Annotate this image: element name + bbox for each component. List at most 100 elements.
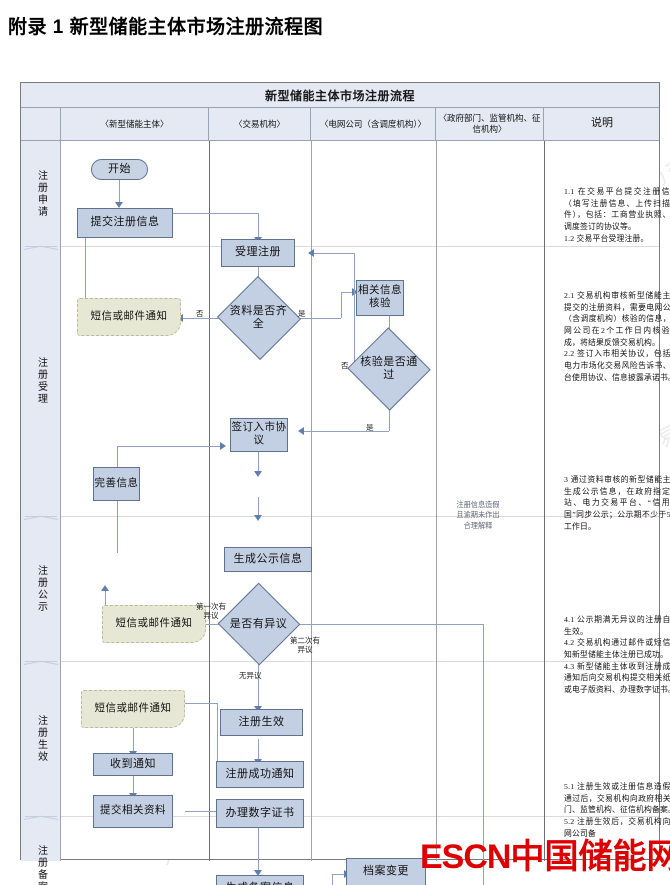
edge-verifyno-h2 xyxy=(312,253,354,254)
stage-label-publicity: 注册公示 xyxy=(35,564,47,613)
node-start[interactable]: 开始 xyxy=(91,159,148,180)
node-objection-label: 是否有异议 xyxy=(229,617,288,630)
note-stage-2: 2.1 交易机构审核新型储能主体提交的注册资料，需要电网公司（含调度机构）核验的… xyxy=(564,291,670,382)
note-stage-5: 5.1 注册生效或注册信息造假不通过后，交易机构向政府相关部门、监管机构、征信机… xyxy=(564,782,670,838)
edge-verifyyes-h xyxy=(302,431,389,432)
lane-divider-subject-exchange xyxy=(209,141,210,861)
row-divider-3 xyxy=(61,661,659,662)
edge-label-no-objection: 无异议 xyxy=(239,671,262,680)
arrowhead-start-submit xyxy=(115,202,123,208)
edge-verifyno-v xyxy=(354,253,355,369)
edge-cert-record xyxy=(258,828,259,872)
edge-verifyyes-v xyxy=(389,398,390,431)
edge-label-verify-no: 否 xyxy=(341,361,349,370)
header-stage xyxy=(21,108,61,140)
node-generate-record-info[interactable]: 生成备案信息 xyxy=(216,875,304,885)
edge-notify3-received xyxy=(133,728,134,753)
node-registration-success-notice[interactable]: 注册成功通知 xyxy=(216,761,304,788)
node-sign-market-agreement[interactable]: 签订入市协议 xyxy=(230,418,288,452)
header-notes: 说明 xyxy=(591,117,613,130)
edge-label-materials-no: 否 xyxy=(196,309,204,318)
edge-objection2-h xyxy=(287,624,483,625)
edge-objection2-v xyxy=(483,624,484,885)
edge-improve-up xyxy=(117,467,118,553)
node-sms-email-notice-3-label: 短信或邮件通知 xyxy=(94,702,172,714)
escn-logo-cn: 中国储能网 xyxy=(510,838,670,876)
header-exchange: 〈交易机构〉 xyxy=(209,108,311,140)
edge-start-submit xyxy=(119,180,120,204)
flowchart-table: 新型储能主体市场注册流程 〈新型储能主体〉 〈交易机构〉 〈电网公司（含调度机构… xyxy=(20,82,670,885)
node-archive-change[interactable]: 档案变更 xyxy=(346,858,426,885)
row-divider-1 xyxy=(61,246,659,247)
edge-effective-successnotice xyxy=(258,739,259,761)
arrowhead-public-objection xyxy=(254,515,262,521)
row-divider-4 xyxy=(61,816,659,817)
side-note-gov-reason: 注册信息造假且逾期未作出合理解释 xyxy=(456,501,500,530)
node-sms-email-notice-1-label: 短信或邮件通知 xyxy=(90,310,168,322)
edge-label-objection-first: 第一次有异议 xyxy=(196,602,226,621)
stage-column: 注册申请 注册受理 注册公示 注册生效 注册备案 xyxy=(21,141,61,885)
edge-received-submitmat xyxy=(133,775,134,795)
arrowhead-verifyno-accept xyxy=(308,249,314,257)
edge-submit-accept-h xyxy=(173,213,258,214)
node-sms-email-notice-3[interactable]: 短信或邮件通知 xyxy=(81,690,185,728)
header-subject: 〈新型储能主体〉 xyxy=(61,108,209,140)
node-sms-email-notice-2[interactable]: 短信或邮件通知 xyxy=(102,605,206,643)
stage-divider-3 xyxy=(25,661,57,662)
node-submit-registration[interactable]: 提交注册信息 xyxy=(77,208,173,238)
arrowhead-complete-verify xyxy=(352,288,358,296)
stage-cell-application: 注册申请 xyxy=(21,141,61,246)
header-gov: 〈政府部门、监管机构、征信机构〉 xyxy=(436,108,544,140)
node-verification-label: 核验是否通过 xyxy=(360,356,418,381)
node-improve-info[interactable]: 完善信息 xyxy=(93,467,140,501)
edge-sign-improve-v xyxy=(117,446,118,467)
node-sms-email-notice-1[interactable]: 短信或邮件通知 xyxy=(77,298,181,336)
note-stage-4: 4.1 公示期满无异议的注册自动生效。 4.2 交易机构通过邮件或短信告知新型储… xyxy=(564,615,670,695)
edge-record-archive-h2 xyxy=(332,874,346,875)
stage-label-record: 注册备案 xyxy=(35,844,47,885)
chart-caption: 新型储能主体市场注册流程 xyxy=(21,83,659,108)
edge-successnotice-notify3-h2 xyxy=(168,703,217,704)
node-accept-registration[interactable]: 受理注册 xyxy=(221,239,295,267)
row-divider-2 xyxy=(61,516,659,517)
stage-label-application: 注册申请 xyxy=(35,169,47,218)
node-generate-publicity-info[interactable]: 生成公示信息 xyxy=(224,547,312,572)
stage-divider-4 xyxy=(25,816,57,817)
edge-label-materials-yes: 是 xyxy=(298,309,306,318)
edge-successnotice-notify3-v xyxy=(217,703,218,774)
edge-incomplete-notify xyxy=(181,318,228,319)
node-sms-email-notice-2-label: 短信或邮件通知 xyxy=(115,617,193,629)
stage-label-acceptance: 注册受理 xyxy=(35,357,47,405)
arrowhead-verifyyes-sign xyxy=(298,427,304,435)
arrowhead-cert-record xyxy=(254,870,262,876)
stage-cell-publicity: 注册公示 xyxy=(21,516,61,661)
stage-divider-2 xyxy=(25,516,57,517)
arrowhead-sign-public xyxy=(254,471,262,477)
edge-noobjection-v xyxy=(258,652,259,708)
node-submit-materials[interactable]: 提交相关资料 xyxy=(93,795,173,828)
node-materials-complete-decision[interactable]: 资料是否齐全 xyxy=(216,275,301,361)
edge-complete-verify-h2 xyxy=(341,292,354,293)
node-verification-decision[interactable]: 核验是否通过 xyxy=(347,327,431,411)
header-grid: 〈电网公司（含调度机构）〉 xyxy=(311,108,436,140)
note-stage-1: 1.1 在交易平台提交注册信息（填写注册信息、上传扫描文件），包括：工商营业执照… xyxy=(564,187,670,243)
lane-divider-exchange-grid xyxy=(311,141,312,861)
edge-submitmat-cert xyxy=(185,811,229,812)
edge-sign-public xyxy=(258,451,259,473)
edge-sign-improve-h xyxy=(117,446,222,447)
node-registration-effective[interactable]: 注册生效 xyxy=(220,709,303,736)
stage-label-effective: 注册生效 xyxy=(35,714,47,763)
edge-complete-verify-v xyxy=(341,292,342,318)
stage-cell-effective: 注册生效 xyxy=(21,661,61,816)
edge-record-archive-v xyxy=(332,874,333,885)
escn-watermark-logo: ESCN中国储能网 xyxy=(420,840,670,874)
node-received-notice[interactable]: 收到通知 xyxy=(93,753,173,776)
node-digital-certificate[interactable]: 办理数字证书 xyxy=(216,799,304,828)
node-materials-complete-label: 资料是否齐全 xyxy=(229,305,288,330)
edge-label-verify-yes: 是 xyxy=(366,423,374,432)
arrowhead-notify2-improve xyxy=(101,585,109,591)
node-objection-decision[interactable]: 是否有异议 xyxy=(217,582,300,666)
node-verify-related-info[interactable]: 相关信息核验 xyxy=(356,280,404,316)
stage-cell-acceptance: 注册受理 xyxy=(21,246,61,516)
